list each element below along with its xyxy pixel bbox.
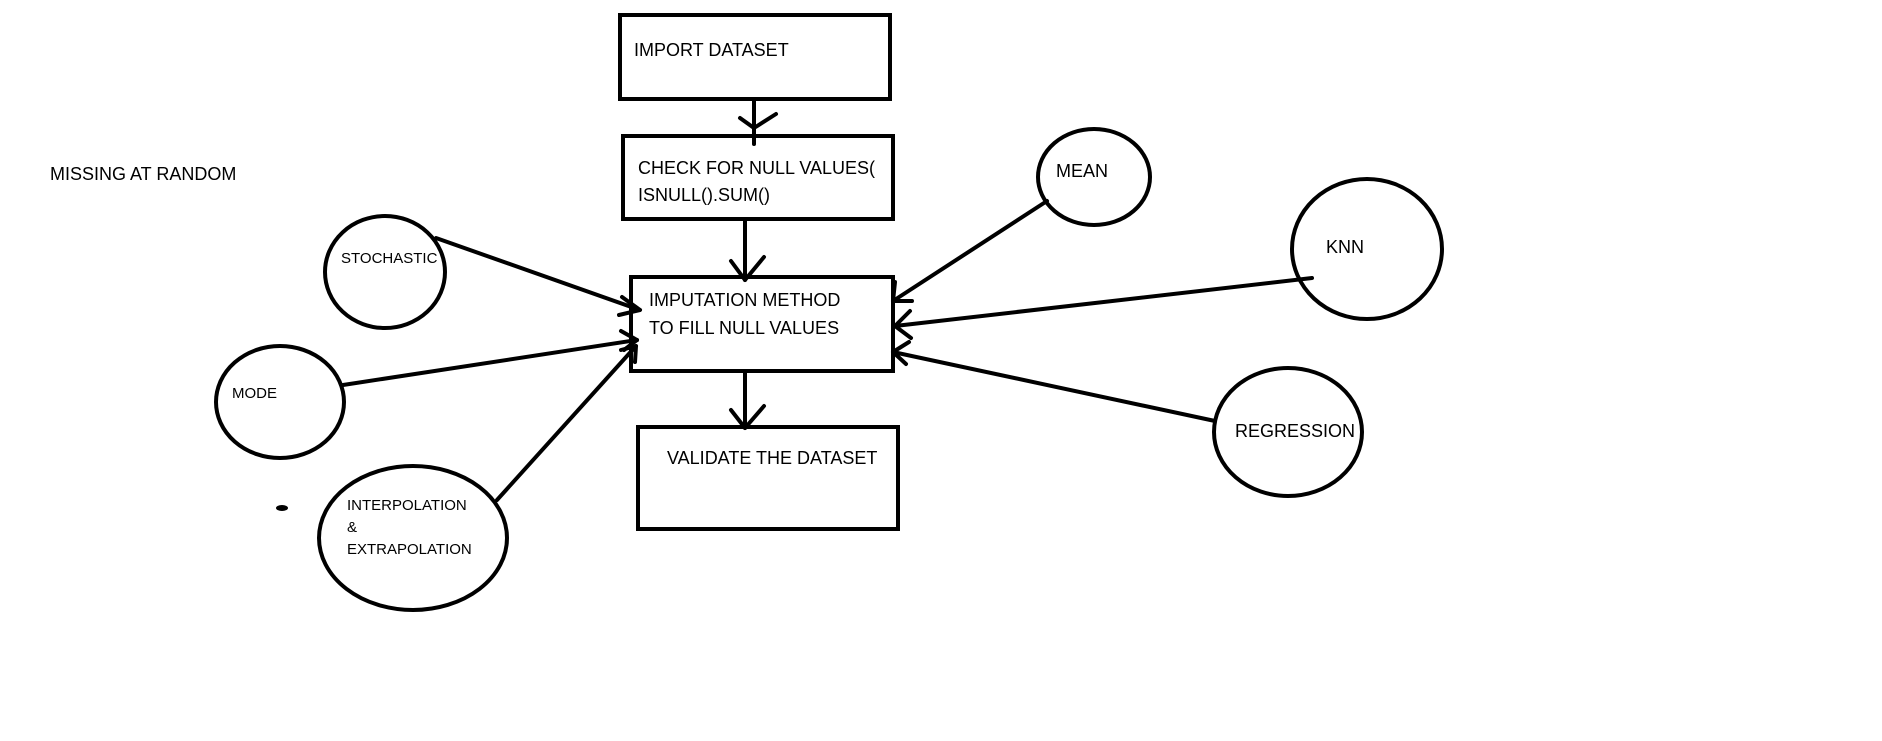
mean-node: MEAN bbox=[1036, 127, 1152, 227]
validate-dataset-box: VALIDATE THE DATASET bbox=[636, 425, 900, 531]
mode-node: MODE bbox=[214, 344, 346, 460]
arrow-stochastic-to-imputation bbox=[434, 236, 642, 317]
arrow-interpolation-to-imputation bbox=[495, 344, 638, 502]
check-null-label-line2: ISNULL().SUM() bbox=[638, 185, 770, 205]
extrapolation-label: EXTRAPOLATION bbox=[347, 541, 472, 558]
validate-dataset-label: VALIDATE THE DATASET bbox=[667, 448, 877, 468]
interpolation-extrapolation-node: INTERPOLATION & EXTRAPOLATION bbox=[317, 464, 509, 612]
check-null-box: CHECK FOR NULL VALUES( ISNULL().SUM() bbox=[621, 134, 895, 221]
arrow-knn-to-imputation bbox=[893, 276, 1314, 340]
arrow-import-to-check bbox=[738, 97, 778, 146]
imputation-label-line2: TO FILL NULL VALUES bbox=[649, 318, 839, 338]
check-null-label-line1: CHECK FOR NULL VALUES( bbox=[638, 158, 875, 178]
ampersand-label: & bbox=[347, 519, 357, 536]
stray-mark bbox=[276, 505, 288, 511]
arrow-check-to-imputation bbox=[729, 217, 766, 282]
imputation-label-line1: IMPUTATION METHOD bbox=[649, 290, 840, 310]
arrow-regression-to-imputation bbox=[891, 340, 1217, 423]
stochastic-node: STOCHASTIC bbox=[323, 214, 447, 330]
stochastic-label: STOCHASTIC bbox=[341, 250, 438, 267]
knn-label: KNN bbox=[1326, 237, 1364, 257]
imputation-method-box: IMPUTATION METHOD TO FILL NULL VALUES bbox=[629, 275, 895, 373]
interpolation-label: INTERPOLATION bbox=[347, 497, 467, 514]
arrow-imputation-to-validate bbox=[729, 369, 766, 430]
arrow-mean-to-imputation bbox=[891, 199, 1049, 303]
knn-node: KNN bbox=[1290, 177, 1444, 321]
diagram-title: MISSING AT RANDOM bbox=[50, 164, 236, 184]
regression-node: REGRESSION bbox=[1212, 366, 1364, 498]
arrow-mode-to-imputation bbox=[341, 329, 639, 387]
import-dataset-box: IMPORT DATASET bbox=[618, 13, 892, 101]
mode-label: MODE bbox=[232, 385, 277, 402]
import-dataset-label: IMPORT DATASET bbox=[634, 40, 789, 60]
mean-label: MEAN bbox=[1056, 161, 1108, 181]
regression-label: REGRESSION bbox=[1235, 421, 1355, 441]
